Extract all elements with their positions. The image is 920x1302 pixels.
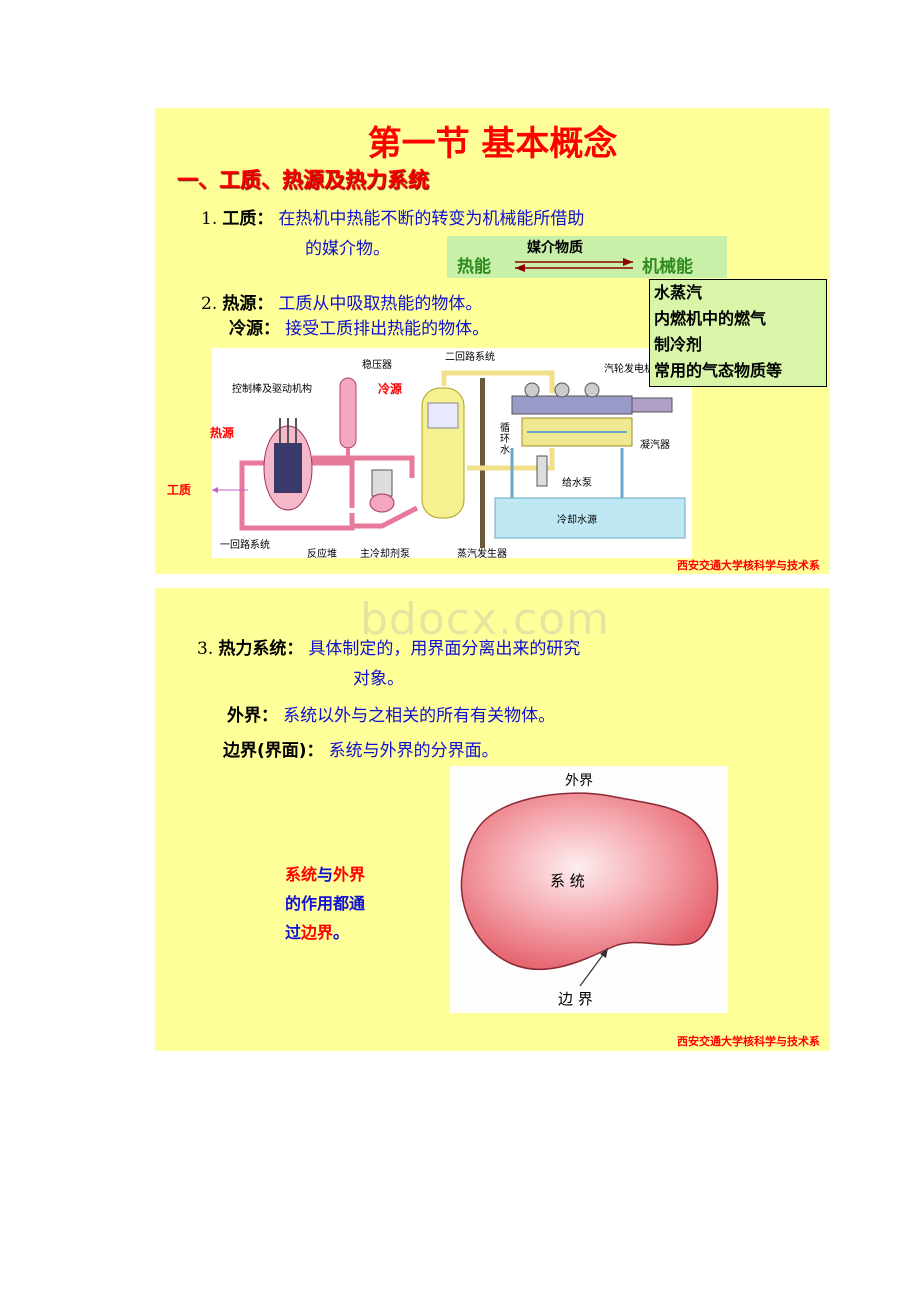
label-system: 系 统 — [550, 872, 585, 890]
section-heading: 一、工质、热源及热力系统 — [177, 168, 429, 192]
example-item: 内燃机中的燃气 — [654, 309, 767, 328]
label-turbine: 汽轮发电机 — [604, 364, 654, 375]
term-surroundings: 外界： — [227, 706, 278, 726]
slide-credit: 西安交通大学核科学与技术系 — [677, 559, 820, 572]
label-cold-source: 冷源 — [378, 382, 403, 396]
example-item: 水蒸汽 — [654, 283, 703, 302]
label-reactor: 反应堆 — [307, 549, 337, 560]
example-item: 常用的气态物质等 — [654, 361, 783, 380]
slide-thermodynamic-system: bdocx.com 3. 热力系统： 具体制定的，用界面分离出来的研究 对象。 … — [155, 588, 830, 1051]
item-thermodynamic-system: 3. 热力系统： 具体制定的，用界面分离出来的研究 — [197, 634, 580, 659]
label-coolant-pump: 主冷却剂泵 — [360, 549, 410, 560]
label-cooling-water: 冷却水源 — [557, 515, 597, 526]
plant-schematic — [212, 370, 686, 548]
interaction-note: 系统与外界 的作用都通 过边界。 — [285, 865, 366, 942]
definition-hot-source: 工质从中吸取热能的物体。 — [278, 294, 483, 314]
label-primary-loop: 一回路系统 — [220, 540, 270, 551]
slide-basic-concepts: 第一节 基本概念 一、工质、热源及热力系统 1. 工质： 在热机中热能不断的转变… — [155, 108, 830, 574]
item-hot-source: 2. 热源： 工质从中吸取热能的物体。 — [201, 289, 482, 314]
label-control-rods: 控制棒及驱动机构 — [232, 384, 312, 395]
item-number: 1. — [201, 209, 218, 229]
nuclear-plant-diagram: 稳压器 二回路系统 汽轮发电机 控制棒及驱动机构 冷源 热源 循 环 水 凝汽器… — [210, 348, 692, 560]
label-condenser: 凝汽器 — [640, 440, 670, 451]
term-thermodynamic-system: 热力系统： — [218, 639, 304, 659]
label-stabilizer: 稳压器 — [362, 360, 392, 371]
item-boundary: 边界(界面)： 系统与外界的分界面。 — [223, 736, 499, 761]
definition-thermodynamic-system-cont: 对象。 — [353, 669, 404, 689]
definition-working-medium-cont: 的媒介物。 — [305, 239, 390, 259]
heat-energy-label: 热能 — [457, 257, 491, 277]
term-boundary: 边界(界面)： — [223, 741, 324, 761]
slide-title: 第一节 基本概念 — [367, 124, 618, 164]
item-cold-source: 冷源： 接受工质排出热能的物体。 — [229, 314, 489, 339]
term-cold-source: 冷源： — [229, 319, 280, 339]
watermark: bdocx.com — [360, 594, 610, 645]
item-working-medium: 1. 工质： 在热机中热能不断的转变为机械能所借助 — [201, 204, 584, 229]
label-secondary-loop: 二回路系统 — [445, 352, 495, 363]
medium-label: 媒介物质 — [527, 240, 583, 256]
label-surroundings: 外界 — [565, 773, 593, 789]
double-arrow-icon — [515, 258, 633, 272]
label-working-medium: 工质 — [167, 483, 192, 497]
energy-conversion-box: 媒介物质 热能 机械能 — [447, 236, 727, 278]
system-blob — [460, 792, 719, 987]
label-steam-generator: 蒸汽发生器 — [457, 549, 507, 560]
example-item: 制冷剂 — [654, 335, 703, 354]
slide-credit: 西安交通大学核科学与技术系 — [677, 1035, 820, 1048]
definition-cold-source: 接受工质排出热能的物体。 — [285, 319, 490, 339]
term-working-medium: 工质： — [222, 209, 274, 229]
term-hot-source: 热源： — [222, 294, 274, 314]
label-hot-source: 热源 — [210, 426, 235, 440]
definition-thermodynamic-system: 具体制定的，用界面分离出来的研究 — [308, 639, 581, 659]
definition-boundary: 系统与外界的分界面。 — [328, 741, 499, 761]
definition-surroundings: 系统以外与之相关的所有有关物体。 — [283, 706, 556, 726]
item-number: 3. — [197, 639, 214, 659]
item-surroundings: 外界： 系统以外与之相关的所有有关物体。 — [227, 701, 555, 726]
system-boundary-figure: 外界 系 统 边 界 — [450, 766, 728, 1013]
mechanical-energy-label: 机械能 — [642, 257, 693, 277]
item-number: 2. — [201, 294, 218, 314]
label-circulating-water: 循 环 水 — [500, 423, 510, 456]
definition-working-medium: 在热机中热能不断的转变为机械能所借助 — [278, 209, 585, 229]
working-medium-examples: 水蒸汽 内燃机中的燃气 制冷剂 常用的气态物质等 — [649, 279, 827, 387]
label-feed-pump: 给水泵 — [562, 478, 592, 489]
label-boundary: 边 界 — [558, 990, 593, 1008]
